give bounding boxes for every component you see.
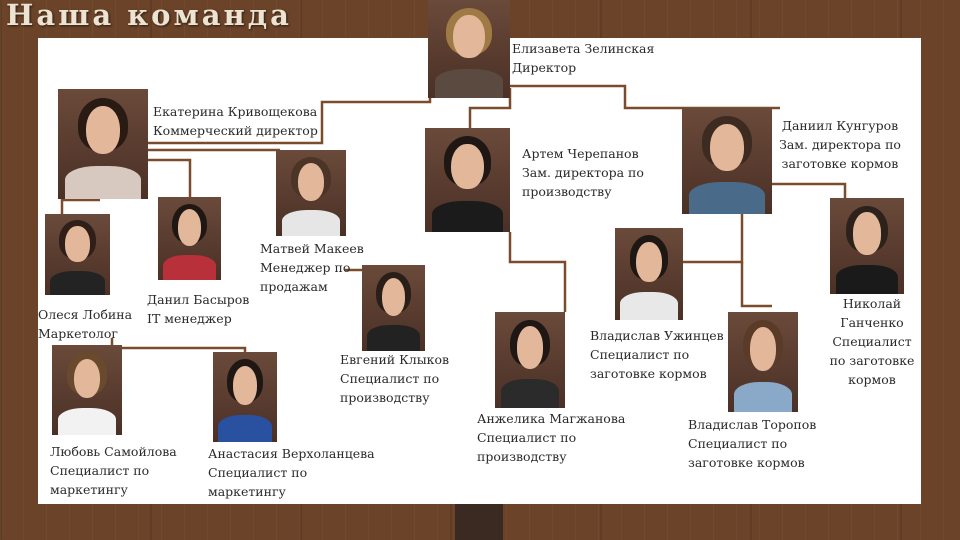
photo-uzhintsev <box>615 228 683 320</box>
caption-kungurov: Даниил Кунгуров Зам. директора по загото… <box>776 116 904 173</box>
photo-samoylova <box>52 345 122 435</box>
photo-toropov <box>728 312 798 412</box>
photo-klykov <box>362 265 425 351</box>
photo-zelinskaya <box>428 0 510 98</box>
connector-krivoshchekova-basyrov <box>148 160 190 197</box>
caption-basyrov: Данил Басыров IT менеджер <box>147 290 249 328</box>
caption-zelinskaya: Елизавета Зелинская Директор <box>512 39 654 77</box>
caption-cherepanov: Артем Черепанов Зам. директора по произв… <box>522 144 644 201</box>
photo-magzhanova <box>495 312 565 408</box>
photo-basyrov <box>158 197 221 280</box>
photo-ganchenko <box>830 198 904 294</box>
photo-krivoshchekova <box>58 89 148 199</box>
photo-kungurov <box>682 108 772 214</box>
connector-kungurov-uzhintsev <box>683 214 742 262</box>
caption-ganchenko: Николай Ганченко Специалист по заготовке… <box>818 294 926 389</box>
caption-magzhanova: Анжелика Магжанова Специалист по произво… <box>477 409 625 466</box>
connector-krivoshchekova-lobina <box>62 200 100 214</box>
photo-verkholantseva <box>213 352 277 442</box>
photo-cherepanov <box>425 128 510 232</box>
connector-kungurov-toropov <box>742 262 772 306</box>
connector-cherepanov-magzhanova <box>510 232 565 312</box>
caption-lobina: Олеся Лобина Маркетолог <box>38 305 132 343</box>
caption-krivoshchekova: Екатерина Кривощекова Коммерческий дирек… <box>153 102 318 140</box>
caption-makeev: Матвей Макеев Менеджер по продажам <box>260 239 364 296</box>
connector-zelinskaya-kungurov <box>510 86 780 108</box>
photo-lobina <box>45 214 110 295</box>
caption-uzhintsev: Владислав Ужинцев Специалист по заготовк… <box>590 326 724 383</box>
photo-makeev <box>276 150 346 236</box>
caption-samoylova: Любовь Самойлова Специалист по маркетинг… <box>50 442 177 499</box>
caption-verkholantseva: Анастасия Верхоланцева Специалист по мар… <box>208 444 375 501</box>
caption-toropov: Владислав Торопов Специалист по заготовк… <box>688 415 816 472</box>
caption-klykov: Евгений Клыков Специалист по производств… <box>340 350 449 407</box>
connector-kungurov-ganchenko <box>772 184 845 198</box>
